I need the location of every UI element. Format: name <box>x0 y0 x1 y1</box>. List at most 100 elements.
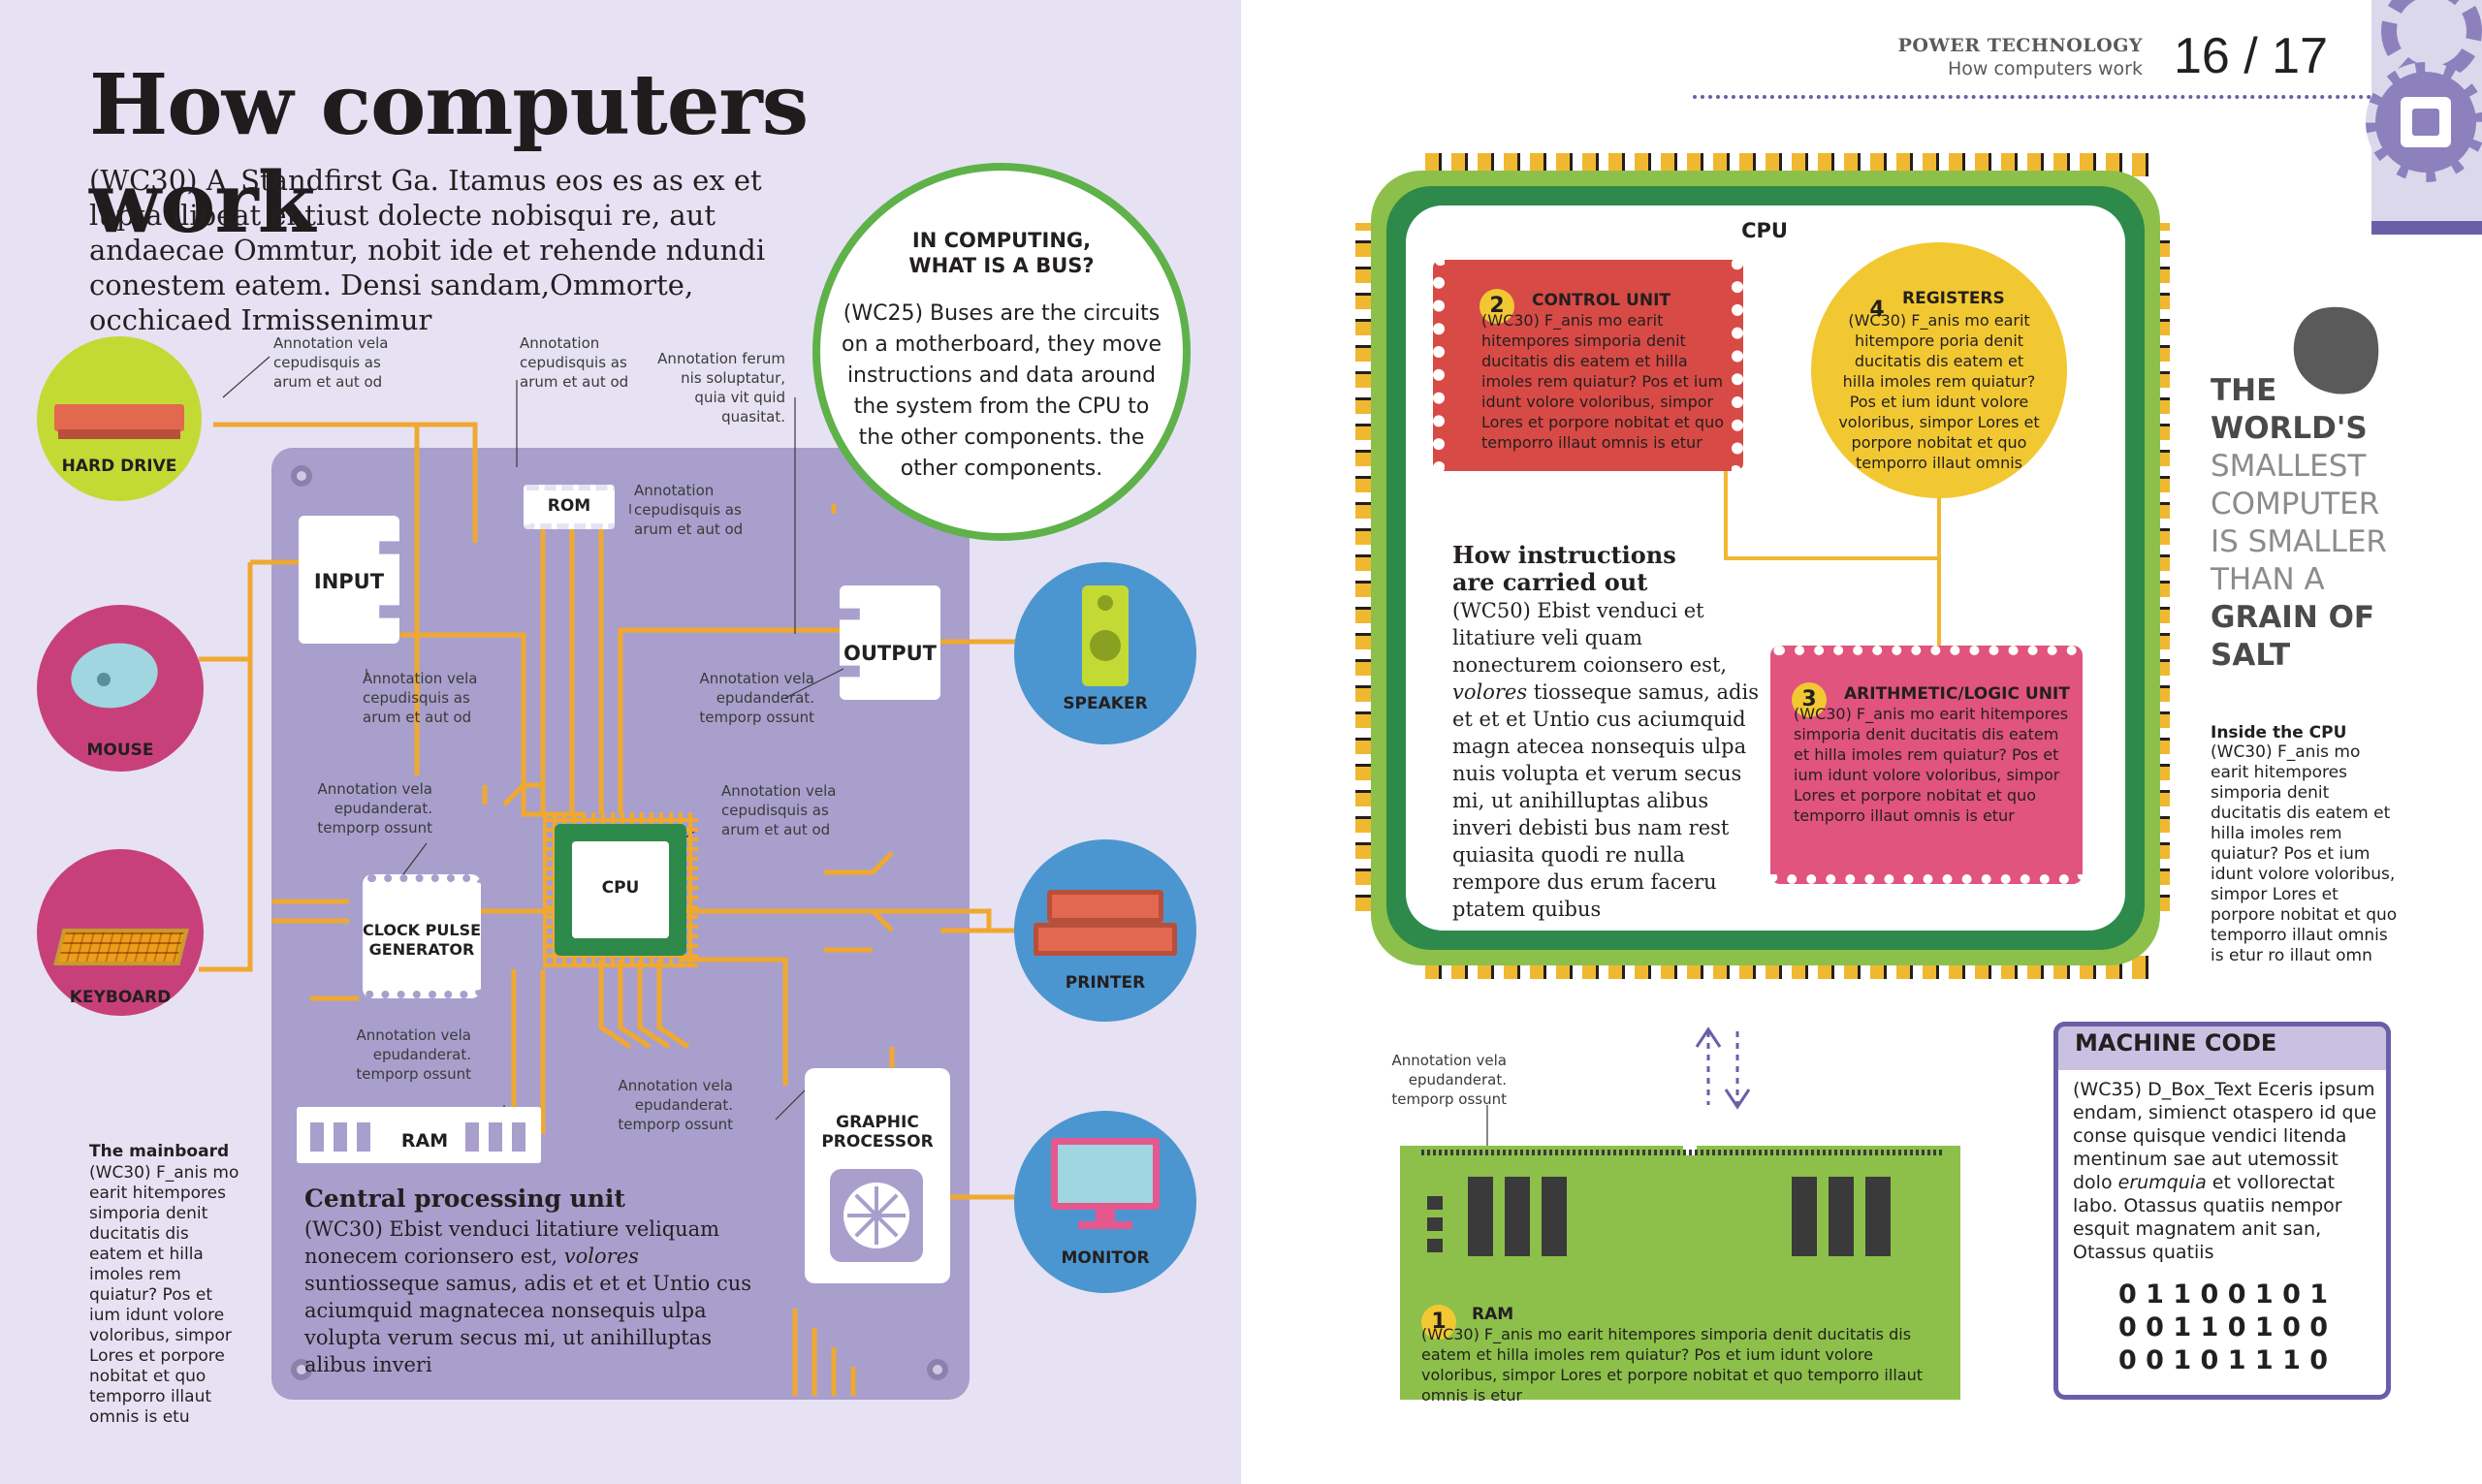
instructions-title-line2: are carried out <box>1452 568 1648 596</box>
printer-label: PRINTER <box>1065 973 1146 993</box>
rom-component[interactable] <box>524 485 615 529</box>
printer-icon-tray <box>1034 923 1177 956</box>
machine-code-title: MACHINE CODE <box>2075 1029 2277 1057</box>
monitor-icon-base <box>1078 1221 1132 1229</box>
keyboard-circle[interactable]: KEYBOARD <box>37 849 204 1016</box>
fact-line6: THAN A <box>2211 562 2325 597</box>
standfirst: (WC30) A_Standfirst Ga. Itamus eos es as… <box>89 164 766 336</box>
ram-chip <box>489 1122 502 1152</box>
ram-chip <box>357 1122 370 1152</box>
ram-chip <box>512 1122 525 1152</box>
ram-chip <box>310 1122 324 1152</box>
cpu-section-text-after: suntiosseque samus, adis et et et Untio … <box>304 1272 752 1376</box>
machine-code-box <box>2053 1022 2391 1400</box>
control-unit-text: (WC30) F_anis mo earit hitempores simpor… <box>1481 311 1724 452</box>
ram-module-chip <box>1829 1177 1854 1256</box>
ram-module-pad <box>1427 1239 1443 1252</box>
screw-icon <box>291 1359 312 1380</box>
hard-drive-icon <box>54 404 184 431</box>
speaker-circle[interactable]: SPEAKER <box>1014 562 1196 744</box>
ram-module-chip <box>1792 1177 1817 1256</box>
binary-line-3: 0 0 1 0 1 1 1 0 <box>2117 1345 2329 1375</box>
registers-title: REGISTERS <box>1902 289 2005 308</box>
annotation-cpu: Annotation vela cepudisquis as arum et a… <box>721 782 837 838</box>
ram-label: RAM <box>400 1130 449 1152</box>
graphic-label-line2: PROCESSOR <box>821 1132 934 1152</box>
bus-title-line1: IN COMPUTING, <box>911 229 1092 252</box>
monitor-circle[interactable]: MONITOR <box>1014 1111 1196 1293</box>
ram-chip <box>465 1122 479 1152</box>
inside-cpu-text: (WC30) F_anis mo earit hitempores simpor… <box>2211 742 2398 965</box>
hard-drive-circle[interactable]: HARD DRIVE <box>37 336 202 501</box>
hard-drive-label: HARD DRIVE <box>61 457 177 476</box>
printer-circle[interactable]: PRINTER <box>1014 839 1196 1022</box>
corner-tab-bottom <box>2371 221 2482 235</box>
bus-title-line2: WHAT IS A BUS? <box>908 254 1095 277</box>
machine-code-text: (WC35) D_Box_Text Eceris ipsum endam, si… <box>2073 1078 2377 1264</box>
fan-icon <box>830 1169 923 1262</box>
mainboard-caption-text: (WC30) F_anis mo earit hitempores simpor… <box>89 1163 239 1427</box>
mouse-circle[interactable]: MOUSE <box>37 605 204 772</box>
fact-line5: IS SMALLER <box>2211 524 2387 559</box>
inside-cpu-title: Inside the CPU <box>2211 723 2347 742</box>
cpu-section-text-before: (WC30) Ebist venduci litatiure veliquam … <box>304 1217 720 1268</box>
keyboard-icon <box>53 929 189 965</box>
speaker-label: SPEAKER <box>1063 694 1148 713</box>
fact-line1: THE <box>2211 373 2277 408</box>
annotation-graphic: Annotation vela epudanderat. temporp oss… <box>618 1077 733 1133</box>
clock-label-line2: GENERATOR <box>368 940 475 959</box>
registers-block[interactable] <box>1811 242 2067 498</box>
instructions-title-line1: How instructions <box>1452 541 1676 569</box>
monitor-label: MONITOR <box>1061 1248 1150 1268</box>
alu-number: 3 <box>1792 682 1827 717</box>
cpu-section-text-italic: volores <box>563 1245 639 1268</box>
screw-icon <box>291 465 312 487</box>
fact-block: THE WORLD'S SMALLEST COMPUTER IS SMALLER… <box>2211 372 2463 675</box>
alu-title: ARITHMETIC/LOGIC UNIT <box>1844 684 2070 704</box>
bus-info-circle: IN COMPUTING, WHAT IS A BUS? (WC25) Buse… <box>812 163 1191 541</box>
cpu-section-title: Central processing unit <box>304 1184 625 1213</box>
ram-text: (WC30) F_anis mo earit hitempores simpor… <box>1421 1325 1923 1405</box>
clock-pulse-generator[interactable] <box>363 874 481 998</box>
speaker-icon <box>1082 585 1129 686</box>
fact-line3: SMALLEST <box>2211 449 2367 484</box>
annotation-hard-drive: Annotation vela cepudisquis as arum et a… <box>273 334 389 391</box>
annotation-bus: Annotation ferum nis soluptatur, quia vi… <box>657 350 785 426</box>
annotation-output: Annotation vela epudanderat. temporp oss… <box>699 670 814 726</box>
instructions-text-after: tiosseque samus, adis et et et Untio cus… <box>1452 680 1759 921</box>
output-component[interactable] <box>840 585 940 700</box>
cpu-label: CPU <box>601 878 640 898</box>
machine-code-text-italic: erumquia <box>2117 1172 2207 1193</box>
ram-module-pad <box>1427 1196 1443 1210</box>
screw-icon <box>927 1359 948 1380</box>
control-unit-number: 2 <box>1480 289 1514 324</box>
input-label: INPUT <box>313 570 385 593</box>
instructions-text-before: (WC50) Ebist venduci et litatiure veli q… <box>1452 599 1728 677</box>
graphic-label-line1: GRAPHIC <box>836 1113 919 1132</box>
input-component-body <box>299 516 399 644</box>
rom-label: ROM <box>547 496 591 516</box>
cpu-big-label: CPU <box>1741 219 1788 242</box>
page-numbers: 16 / 17 <box>2174 28 2329 84</box>
binary-line-2: 0 0 1 1 0 1 0 0 <box>2117 1312 2329 1342</box>
control-unit-title: CONTROL UNIT <box>1532 291 1671 310</box>
annotation-rom-top: Annotation cepudisquis as arum et aut od <box>520 334 629 391</box>
annotation-clock: Annotation vela epudanderat. temporp oss… <box>317 780 432 837</box>
chip-icon-core <box>2412 109 2439 136</box>
fact-line7: GRAIN OF <box>2211 600 2375 635</box>
ram-module-chip <box>1865 1177 1891 1256</box>
monitor-icon <box>1051 1138 1160 1210</box>
ram-module-pad <box>1427 1217 1443 1231</box>
ram-module-chip <box>1542 1177 1567 1256</box>
cpu-section-text: (WC30) Ebist venduci litatiure veliquam … <box>304 1216 760 1378</box>
ram-annotation: Annotation vela epudanderat. temporp oss… <box>1391 1052 1507 1108</box>
header-dotted-rule <box>1693 95 2465 99</box>
alu-block[interactable] <box>1770 646 2083 884</box>
cpu-chip-core <box>572 841 669 938</box>
output-label: OUTPUT <box>843 642 937 665</box>
instructions-text-italic: volores <box>1452 680 1528 704</box>
annotation-rom-right: Annotation cepudisquis as arum et aut od <box>634 482 744 538</box>
mouse-icon-button <box>97 673 111 686</box>
header-subsection: How computers work <box>1947 58 2143 79</box>
mouse-icon <box>65 636 164 715</box>
